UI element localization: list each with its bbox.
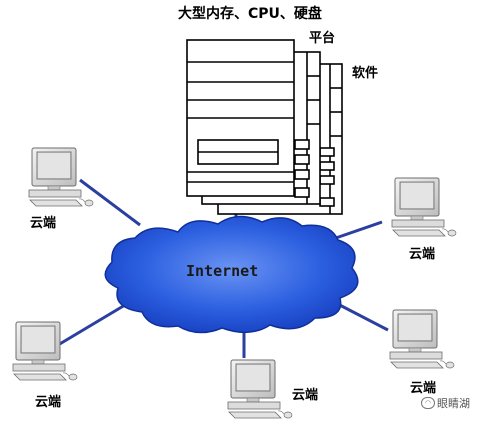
client-label: 云端 <box>409 247 436 262</box>
network-links <box>57 178 389 358</box>
client-computer-1 <box>391 177 457 237</box>
wechat-icon: ◠ <box>421 397 435 409</box>
internet-cloud <box>104 215 359 334</box>
platform-label: 平台 <box>309 31 336 46</box>
link-client-2 <box>57 303 126 347</box>
client-label: 云端 <box>30 216 57 231</box>
internet-label: Internet <box>186 262 259 280</box>
client-computer-3 <box>227 359 293 419</box>
hardware-label: 大型内存、CPU、硬盘 <box>178 6 322 22</box>
client-computer-2 <box>12 321 78 381</box>
server-layer-hardware <box>186 39 295 197</box>
watermark-text: 眼睛湖 <box>437 397 470 410</box>
link-client-0 <box>79 178 141 227</box>
software-label: 软件 <box>352 66 379 81</box>
client-label: 云端 <box>292 388 319 403</box>
client-label: 云端 <box>410 381 437 396</box>
server-stack <box>186 39 343 215</box>
client-label: 云端 <box>35 395 62 410</box>
client-computer-0 <box>28 147 94 207</box>
client-computer-4 <box>389 309 455 369</box>
watermark: ◠ 眼睛湖 <box>421 395 470 411</box>
link-client-1 <box>329 220 383 242</box>
